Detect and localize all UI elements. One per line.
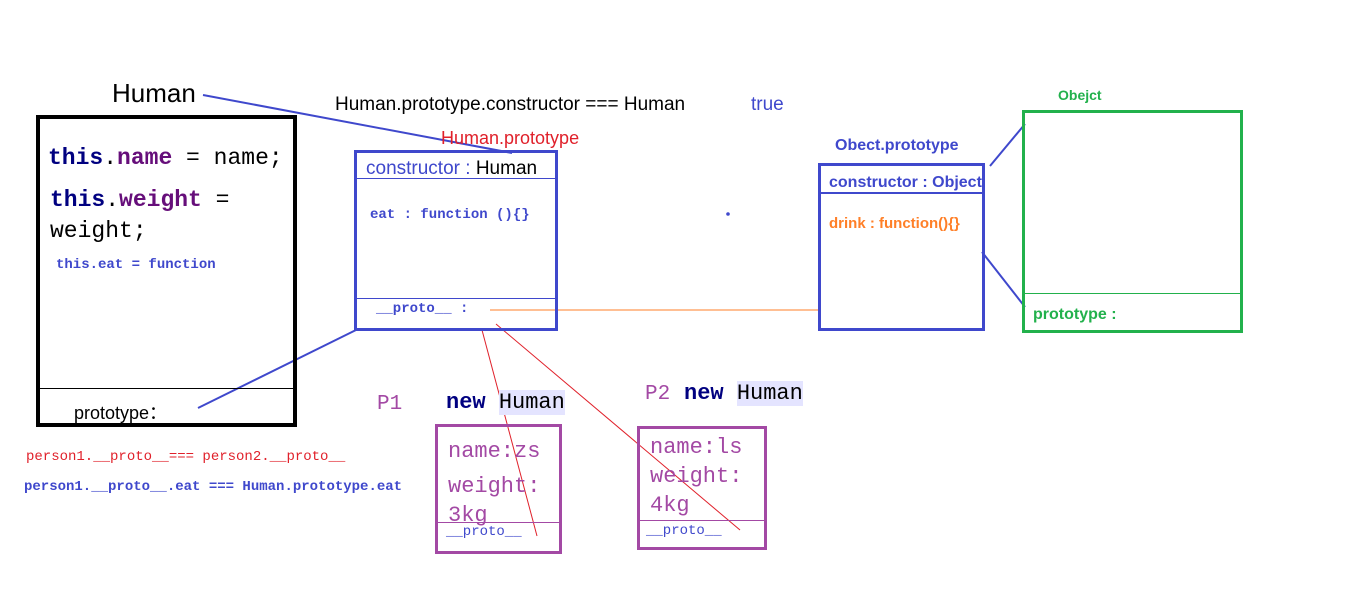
object-divider — [1025, 293, 1240, 294]
ctor-eat-line: this.eat = function — [56, 257, 216, 273]
hp-constructor-line: constructor : Human — [366, 158, 537, 180]
p2-name: name:ls — [650, 435, 743, 460]
human-prototype-box: constructor : Human eat : function (){} … — [354, 150, 558, 331]
weight-assign: = — [201, 187, 230, 213]
ctor-name-line: this.name = name; — [48, 145, 283, 171]
new-keyword: new — [684, 381, 724, 406]
this-keyword: this — [50, 187, 106, 213]
weight-prop: weight — [119, 187, 202, 213]
new-keyword: new — [446, 390, 486, 415]
human-to-prototype-line — [202, 94, 513, 154]
op-divider — [821, 192, 982, 194]
stray-dot — [726, 212, 730, 216]
p1-proto-line — [481, 329, 538, 537]
human-divider — [40, 388, 293, 389]
p2-instance-box: name:ls weight: 4kg __proto__ — [637, 426, 767, 550]
op-drink-method: drink : function(){} — [829, 215, 960, 232]
hp-eat-method: eat : function (){} — [370, 207, 530, 223]
object-prototype-to-object-line-bottom — [981, 251, 1026, 308]
hp-constructor-value: Human — [475, 158, 538, 179]
object-prototype-box: constructor : Object drink : function(){… — [818, 163, 985, 331]
human-prototype-title: Human.prototype — [441, 128, 580, 148]
p2-divider — [640, 520, 764, 521]
proto-equality-note: person1.__proto__=== person2.__proto__ — [26, 449, 346, 465]
human-prototype-label: prototype： — [74, 403, 168, 423]
p1-weight: weight: — [448, 474, 541, 499]
p2-proto-line — [495, 323, 741, 531]
eat-equality-note: person1.__proto__.eat === Human.prototyp… — [24, 479, 403, 495]
hp-divider-top — [357, 178, 555, 179]
p2-label: P2 — [645, 383, 671, 406]
dot: . — [105, 187, 120, 213]
prototype-field-to-human-prototype-line — [197, 329, 357, 409]
object-prototype-label: prototype : — [1033, 306, 1117, 323]
object-prototype-title: Obect.prototype — [835, 137, 959, 154]
name-prop: name — [117, 145, 173, 171]
p1-instance-box: name:zs weight: 3kg __proto__ — [435, 424, 562, 554]
human-type: Human — [498, 390, 565, 415]
op-constructor: constructor : Object — [829, 174, 982, 191]
hp-constructor-key: constructor : — [366, 158, 476, 179]
equality-result: true — [751, 94, 784, 115]
human-type: Human — [736, 381, 803, 406]
human-constructor-box: this.name = name; this.weight = weight; … — [36, 115, 297, 427]
object-title: Obejct — [1058, 87, 1102, 103]
ctor-weight-line2: weight; — [50, 218, 147, 244]
p1-label: P1 — [377, 393, 403, 416]
p1-name: name:zs — [448, 439, 541, 464]
hp-divider-bottom — [357, 298, 555, 299]
p2-proto: __proto__ — [646, 523, 722, 539]
p1-proto: __proto__ — [446, 524, 522, 540]
equality-expression: Human.prototype.constructor === Human — [335, 94, 686, 115]
p2-new-expression: new Human — [684, 381, 803, 406]
p1-weight-value: 3kg — [448, 503, 488, 528]
p2-weight-value: 4kg — [650, 493, 690, 518]
p1-divider — [438, 522, 559, 523]
this-keyword: this — [48, 145, 104, 171]
ctor-weight-line: this.weight = — [50, 187, 229, 213]
hp-proto-field: __proto__ : — [376, 301, 469, 317]
p2-weight: weight: — [650, 464, 743, 489]
name-assign: = name; — [172, 145, 283, 171]
object-prototype-to-object-line-top — [989, 123, 1026, 167]
dot: . — [103, 145, 118, 171]
object-box: prototype : — [1022, 110, 1243, 333]
human-title: Human — [112, 78, 196, 108]
p1-new-expression: new Human — [446, 390, 565, 415]
